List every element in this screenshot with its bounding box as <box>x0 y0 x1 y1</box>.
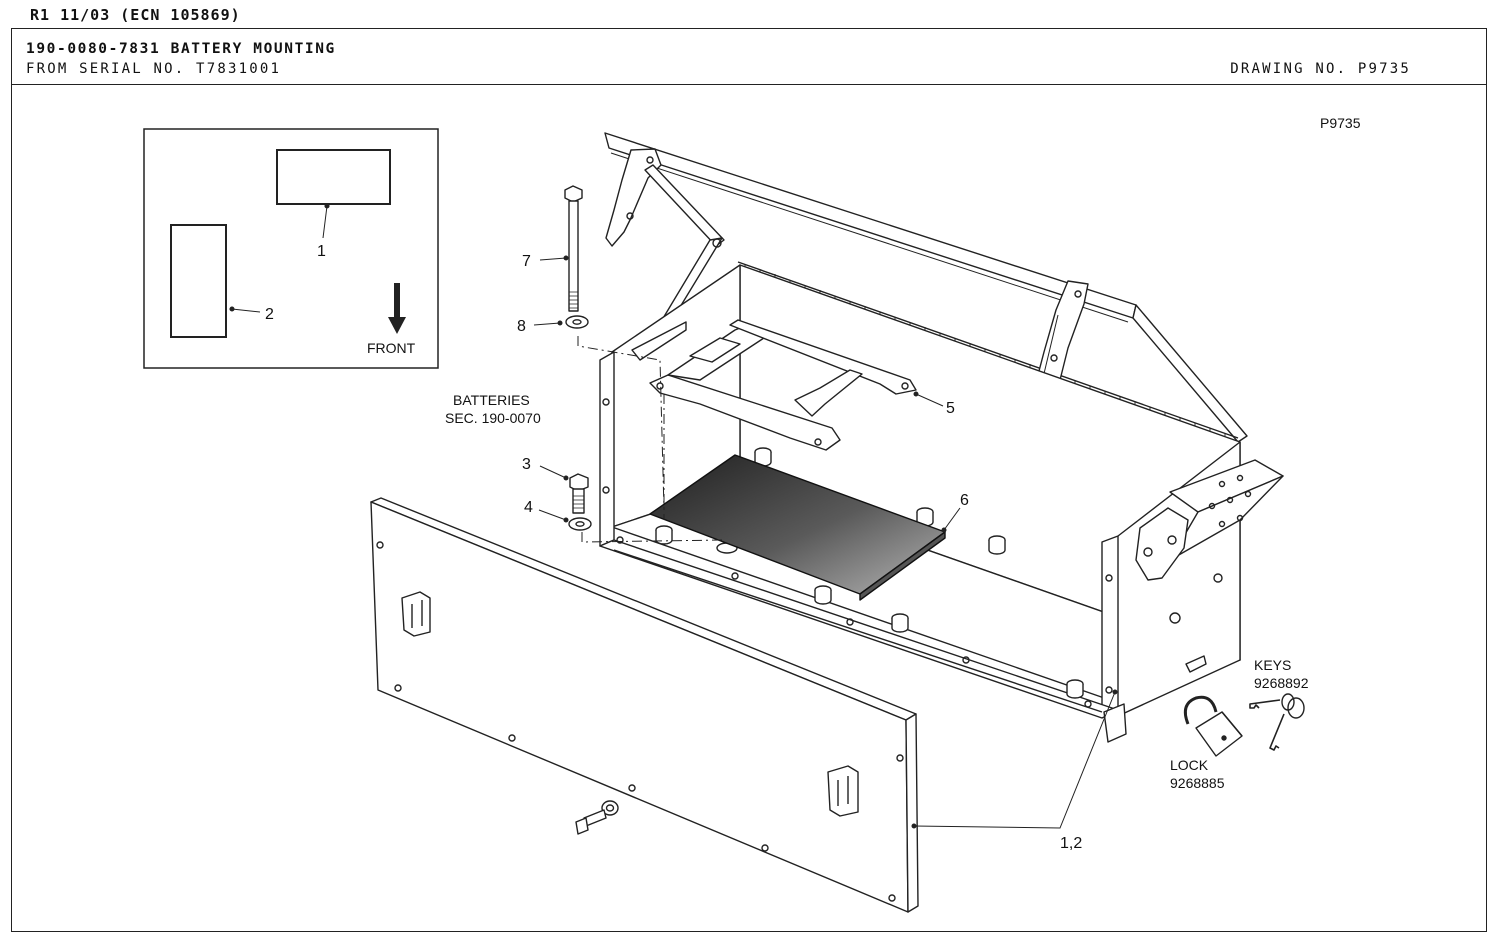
battery-box-lid <box>604 132 1248 443</box>
callout-7: 7 <box>522 253 531 270</box>
left-lid-latch <box>605 148 662 247</box>
washer-4 <box>568 517 592 531</box>
washer-8 <box>565 315 589 329</box>
callout-1-2: 1,2 <box>1060 835 1082 852</box>
inset-callout-1: 1 <box>317 243 326 260</box>
front-cover-panel <box>370 497 919 913</box>
short-bolt <box>569 473 589 514</box>
front-label: FRONT <box>367 340 416 356</box>
location-inset <box>143 128 439 369</box>
alignment-lines <box>577 336 726 543</box>
drawing-number: DRAWING NO. P9735 <box>1230 61 1411 77</box>
callout-6: 6 <box>960 492 969 509</box>
keys-part-number: 9268892 <box>1254 675 1309 691</box>
batteries-note-line1: BATTERIES <box>453 392 530 408</box>
callout-8: 8 <box>517 318 526 335</box>
figure-id: P9735 <box>1320 115 1361 131</box>
part-title: 190-0080-7831 BATTERY MOUNTING <box>26 41 336 57</box>
callout-5: 5 <box>946 400 955 417</box>
callout-4: 4 <box>524 499 533 516</box>
drawing-frame: 190-0080-7831 BATTERY MOUNTING FROM SERI… <box>11 28 1487 932</box>
panel-hook-right <box>827 765 859 817</box>
inset-box-1 <box>276 149 391 205</box>
right-lid-latch <box>1033 280 1089 395</box>
hold-down-frame <box>631 319 917 451</box>
cover-screw <box>575 800 619 835</box>
title-block: 190-0080-7831 BATTERY MOUNTING FROM SERI… <box>12 29 1486 85</box>
panel-hook-left <box>401 591 431 637</box>
padlock-icon <box>1183 695 1243 757</box>
revision-label: R1 11/03 (ECN 105869) <box>30 6 241 24</box>
callout-3: 3 <box>522 456 531 473</box>
keys-label: KEYS <box>1254 657 1291 673</box>
keys-icon <box>1249 693 1305 751</box>
leader-lines <box>533 255 1118 829</box>
floor-spacers <box>655 447 1084 699</box>
batteries-note-line2: SEC. 190-0070 <box>445 410 541 426</box>
front-arrow-icon <box>388 283 406 334</box>
end-latch-plate <box>1135 459 1284 581</box>
inset-callout-2: 2 <box>265 306 274 323</box>
inset-box-2 <box>170 224 227 338</box>
lock-label: LOCK <box>1170 757 1209 773</box>
lock-part-number: 9268885 <box>1170 775 1225 791</box>
long-bolt <box>564 185 583 312</box>
rubber-mat <box>649 454 946 601</box>
serial-range: FROM SERIAL NO. T7831001 <box>26 61 282 77</box>
